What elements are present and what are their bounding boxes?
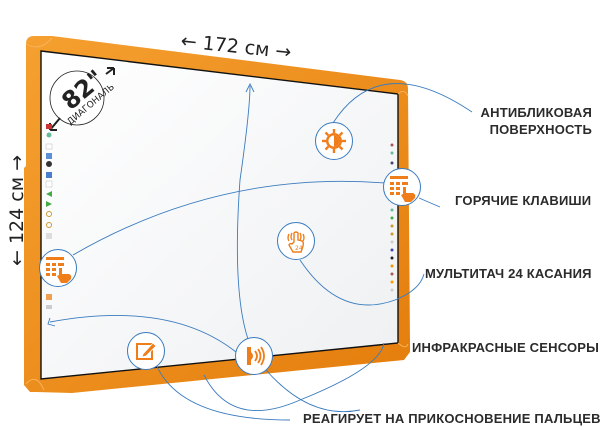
feature-label-line1: АНТИБЛИКОВАЯ bbox=[480, 105, 592, 120]
hotkeys-callout-left bbox=[39, 249, 77, 287]
infrared-callout bbox=[235, 337, 273, 375]
feature-label-hotkeys: ГОРЯЧИЕ КЛАВИШИ bbox=[455, 193, 592, 208]
feature-label-line2: ПОВЕРХНОСТЬ bbox=[489, 122, 592, 137]
infrared-sensor-icon bbox=[247, 346, 265, 366]
feature-label-infrared: ИНФРАКРАСНЫЕ СЕНСОРЫ bbox=[412, 340, 600, 355]
pen-edit-icon bbox=[136, 342, 157, 360]
anti-glare-callout bbox=[315, 122, 353, 160]
svg-text:24: 24 bbox=[295, 245, 303, 252]
keyboard-touch-icon bbox=[390, 176, 416, 202]
sun-contrast-icon bbox=[322, 129, 346, 153]
right-toolbar bbox=[390, 143, 394, 292]
finger-touch-callout bbox=[127, 332, 165, 370]
hotkeys-callout-right bbox=[383, 168, 421, 206]
feature-label-anti-glare: АНТИБЛИКОВАЯ ПОВЕРХНОСТЬ bbox=[481, 104, 592, 138]
feature-label-multitouch: МУЛЬТИТАЧ 24 КАСАНИЯ bbox=[425, 266, 592, 281]
left-toolbar bbox=[45, 124, 53, 309]
multitouch-hand-icon: 24 bbox=[287, 231, 305, 253]
multitouch-callout: 24 bbox=[277, 222, 315, 260]
height-dimension: ← 124 см → bbox=[6, 154, 28, 266]
diagonal-badge bbox=[49, 70, 105, 126]
keyboard-touch-icon bbox=[46, 257, 72, 283]
feature-label-finger-touch: РЕАГИРУЕТ НА ПРИКОСНОВЕНИЕ ПАЛЬЦЕВ bbox=[303, 411, 600, 426]
